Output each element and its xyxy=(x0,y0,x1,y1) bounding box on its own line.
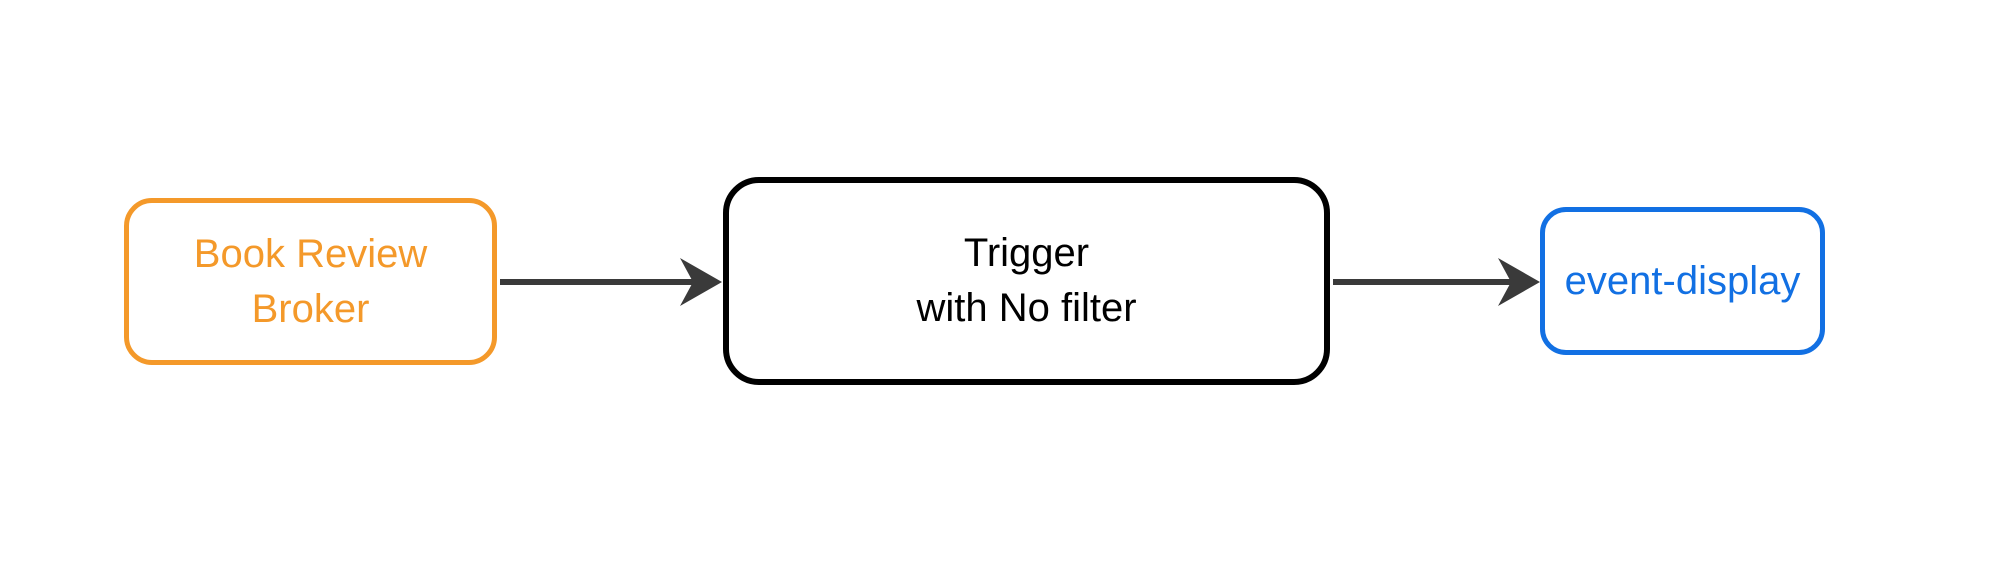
arrowhead-icon xyxy=(1498,258,1540,306)
node-event-display: event-display xyxy=(1540,207,1825,355)
node-label-line: Book Review xyxy=(193,231,428,276)
arrow-trigger-to-event-display xyxy=(1333,258,1540,306)
node-label-line: Broker xyxy=(251,286,370,331)
arrowhead-icon xyxy=(680,258,722,306)
node-book-review-broker: Book Review Broker xyxy=(124,198,497,365)
node-label-line: Trigger xyxy=(963,231,1090,275)
node-label-line: with No filter xyxy=(916,286,1137,330)
arrow-broker-to-trigger xyxy=(500,258,722,306)
node-trigger: Trigger with No filter xyxy=(723,177,1330,385)
node-label-line: event-display xyxy=(1564,258,1801,303)
